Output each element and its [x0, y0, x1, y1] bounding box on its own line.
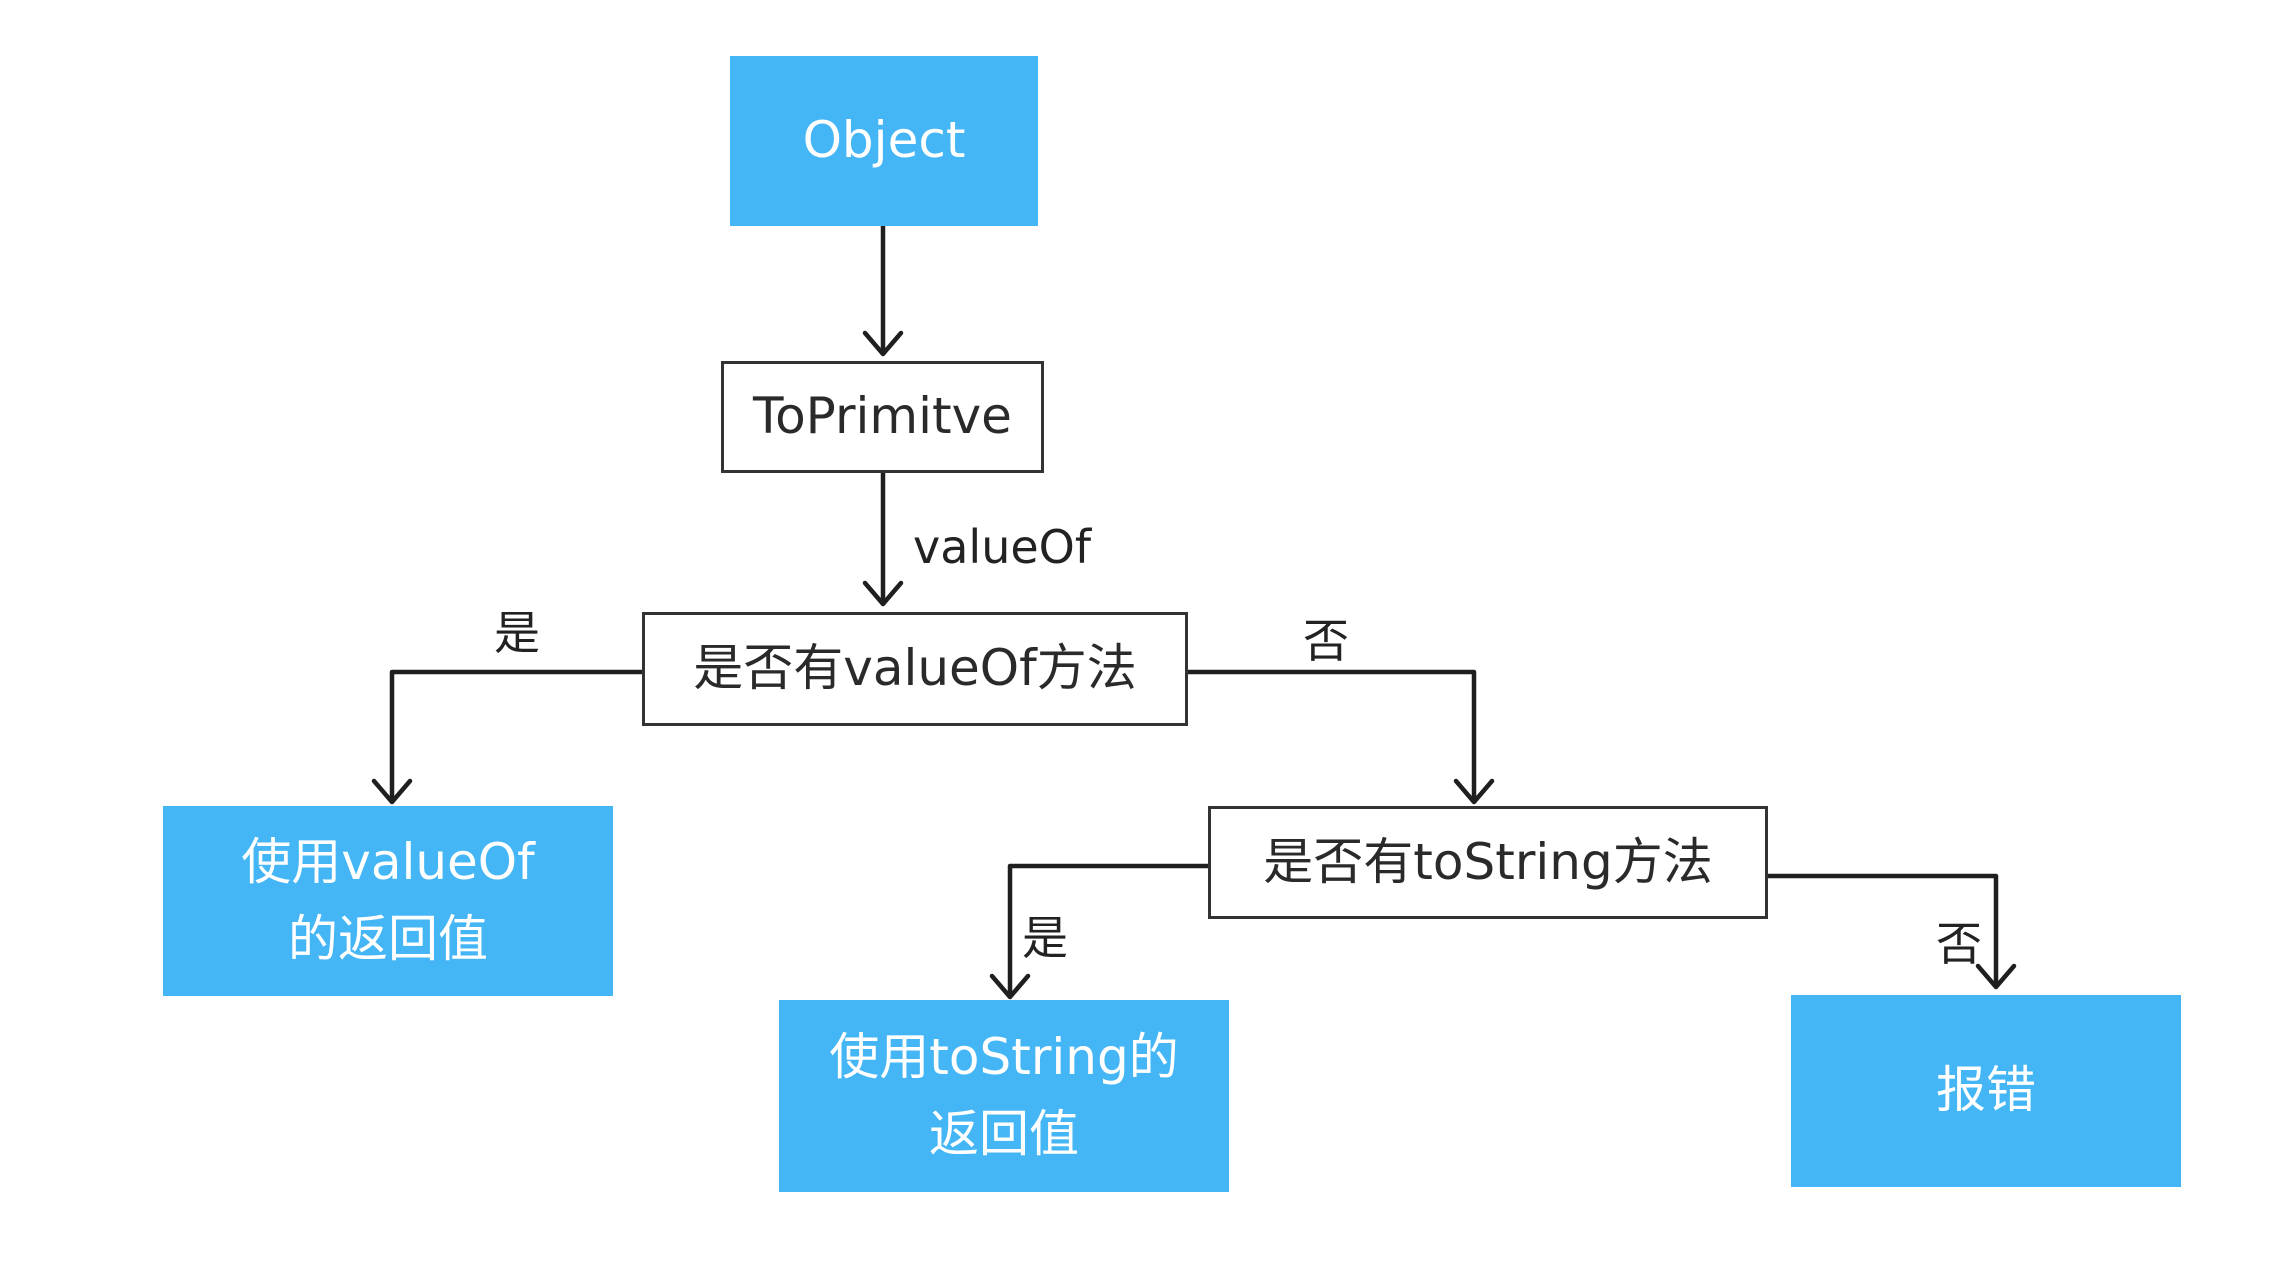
node-use-tostring: 使用toString的 返回值 [779, 1000, 1229, 1192]
node-has-tostring-label: 是否有toString方法 [1263, 832, 1713, 891]
node-object-label: Object [802, 111, 966, 170]
node-use-valueof: 使用valueOf 的返回值 [163, 806, 613, 996]
node-has-valueof-label: 是否有valueOf方法 [693, 639, 1137, 698]
arrow-has-tostring-no [1764, 873, 2017, 990]
edge-label-yes-valueof: 是 [494, 606, 540, 660]
node-toprimitive: ToPrimitve [721, 361, 1044, 473]
edge-label-yes-tostring: 是 [1022, 911, 1068, 965]
arrow-has-tostring-yes [989, 863, 1211, 1000]
node-use-valueof-line1: 使用valueOf [241, 832, 535, 891]
node-has-valueof: 是否有valueOf方法 [642, 612, 1188, 726]
edge-label-no-tostring: 否 [1936, 917, 1982, 971]
node-has-tostring: 是否有toString方法 [1208, 806, 1768, 919]
node-error: 报错 [1791, 995, 2181, 1187]
arrow-object-to-toprimitive [862, 222, 904, 357]
node-toprimitive-label: ToPrimitve [753, 387, 1012, 446]
arrow-has-valueof-yes [371, 669, 645, 805]
arrow-toprimitive-to-has-valueof [862, 469, 904, 607]
arrow-has-valueof-no [1183, 669, 1495, 805]
node-use-tostring-line2: 返回值 [929, 1105, 1079, 1163]
node-object: Object [730, 56, 1038, 226]
node-use-valueof-line2: 的返回值 [288, 910, 488, 968]
edge-label-valueof: valueOf [913, 520, 1092, 574]
node-use-tostring-line1: 使用toString的 [829, 1027, 1179, 1086]
edge-label-no-valueof: 否 [1303, 614, 1349, 668]
node-error-label: 报错 [1936, 1061, 2036, 1120]
